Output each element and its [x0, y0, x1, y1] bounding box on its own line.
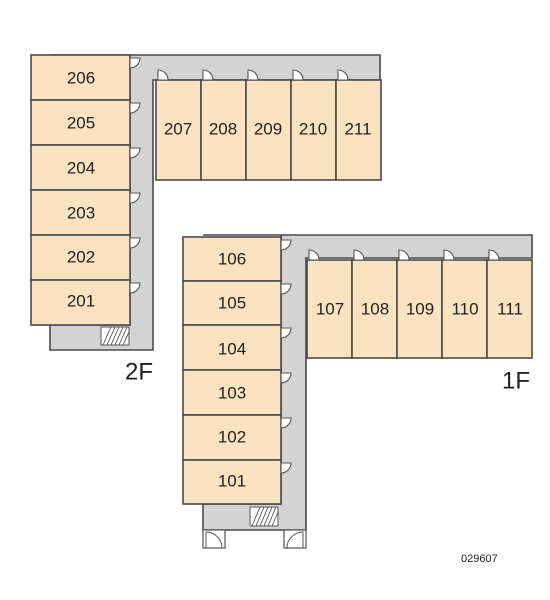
unit-206: 206	[30, 54, 141, 101]
floor-1f: 106 105 104 103 102 101	[182, 234, 533, 549]
unit-number: 204	[67, 158, 95, 177]
unit-number: 102	[218, 427, 246, 446]
unit-203: 203	[30, 189, 141, 236]
unit-103: 103	[182, 369, 292, 416]
floor-2f: 206 205 204 203 202 201	[30, 54, 382, 385]
unit-110: 110	[441, 249, 488, 359]
unit-204: 204	[30, 144, 141, 191]
unit-102: 102	[182, 414, 292, 461]
unit-number: 111	[497, 299, 523, 318]
unit-number: 210	[299, 119, 327, 138]
unit-108: 108	[351, 249, 398, 359]
unit-number: 207	[164, 119, 192, 138]
unit-number: 107	[316, 299, 344, 318]
unit-number: 106	[218, 249, 246, 268]
unit-number: 205	[67, 113, 95, 132]
unit-number: 202	[67, 247, 95, 266]
unit-number: 209	[254, 119, 282, 138]
unit-number: 105	[218, 293, 246, 312]
unit-number: 108	[361, 299, 389, 318]
unit-109: 109	[396, 249, 443, 359]
entrance-gate-icon	[283, 529, 307, 549]
unit-number: 203	[67, 203, 95, 222]
unit-210: 210	[290, 69, 337, 181]
unit-201: 201	[30, 279, 141, 326]
stairs-icon	[100, 326, 130, 346]
unit-number: 208	[209, 119, 237, 138]
unit-number: 101	[218, 471, 246, 490]
unit-208: 208	[200, 69, 247, 181]
unit-105: 105	[182, 280, 292, 326]
unit-211: 211	[335, 69, 382, 181]
unit-107: 107	[306, 249, 353, 359]
unit-number: 109	[406, 299, 434, 318]
unit-209: 209	[245, 69, 292, 181]
unit-111: 111	[486, 249, 533, 359]
unit-number: 201	[67, 291, 95, 310]
unit-number: 211	[344, 119, 371, 138]
stairs-icon	[249, 506, 279, 527]
unit-number: 110	[451, 299, 478, 318]
floor-label-1f: 1F	[502, 367, 530, 394]
unit-101: 101	[182, 459, 292, 505]
unit-number: 103	[218, 383, 246, 402]
unit-104: 104	[182, 324, 292, 371]
floor-label-2f: 2F	[125, 358, 153, 385]
unit-205: 205	[30, 99, 141, 146]
image-code: 029607	[461, 553, 498, 565]
unit-207: 207	[155, 69, 202, 181]
unit-202: 202	[30, 234, 141, 281]
unit-number: 206	[67, 68, 95, 87]
unit-106: 106	[182, 236, 292, 282]
entrance-gate-icon	[202, 529, 226, 549]
unit-number: 104	[218, 339, 246, 358]
